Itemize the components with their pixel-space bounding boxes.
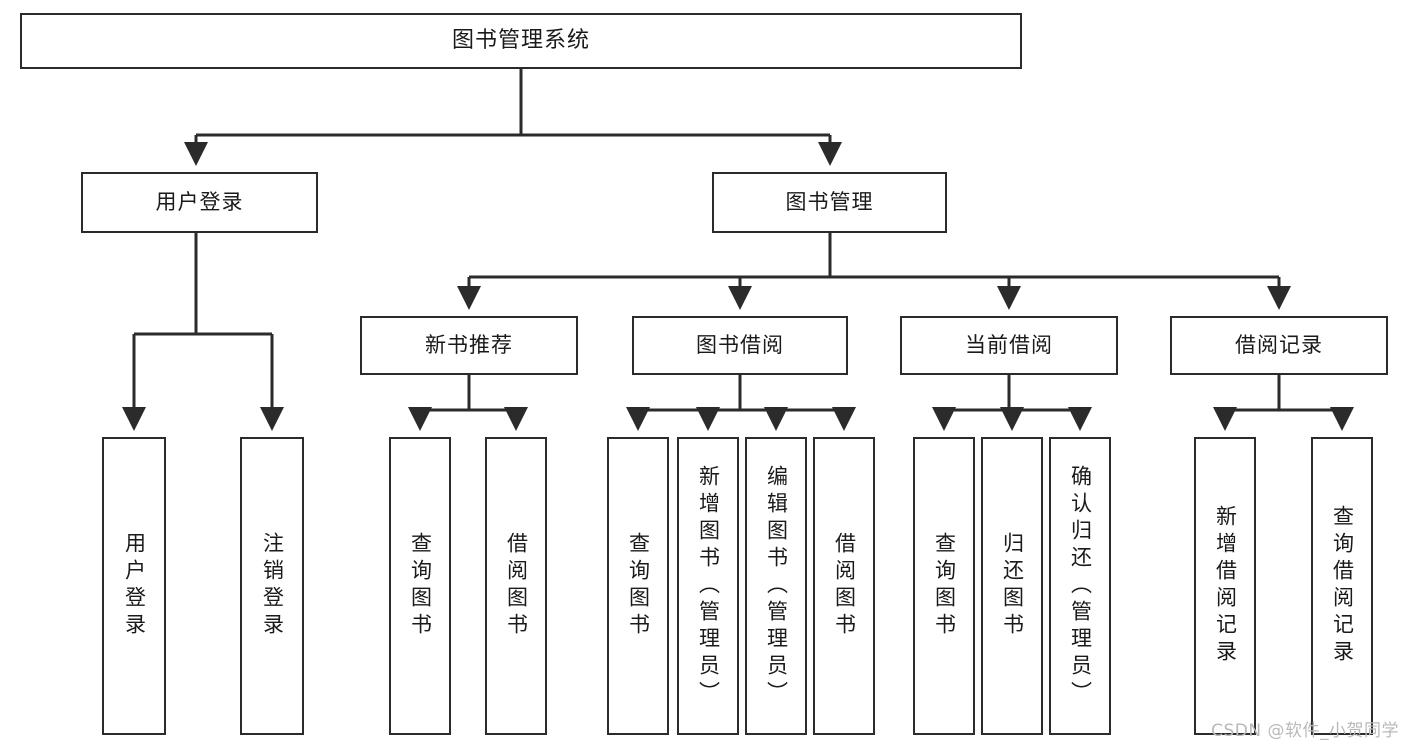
node-user-login[interactable]: 用户登录: [81, 172, 318, 233]
node-leaf-query-book-1[interactable]: 查询图书: [389, 437, 451, 735]
node-leaf-edit-book[interactable]: 编辑图书（管理员）: [745, 437, 807, 735]
node-current-borrow[interactable]: 当前借阅: [900, 316, 1118, 375]
node-label: 新增图书（管理员）: [696, 464, 721, 708]
node-leaf-confirm-return[interactable]: 确认归还（管理员）: [1049, 437, 1111, 735]
node-label: 查询图书: [932, 532, 957, 640]
node-book-manage[interactable]: 图书管理: [712, 172, 947, 233]
node-leaf-add-book[interactable]: 新增图书（管理员）: [677, 437, 739, 735]
node-new-book-rec[interactable]: 新书推荐: [360, 316, 578, 375]
node-label: 用户登录: [155, 190, 244, 215]
node-leaf-return-book[interactable]: 归还图书: [981, 437, 1043, 735]
node-label: 查询图书: [626, 532, 651, 640]
node-label: 图书借阅: [696, 333, 784, 358]
node-label: 当前借阅: [965, 333, 1053, 358]
node-label: 新增借阅记录: [1213, 505, 1238, 667]
node-label: 确认归还（管理员）: [1068, 464, 1093, 708]
node-leaf-query-book-3[interactable]: 查询图书: [913, 437, 975, 735]
node-label: 图书管理系统: [451, 28, 590, 54]
node-book-borrow[interactable]: 图书借阅: [632, 316, 848, 375]
node-root[interactable]: 图书管理系统: [20, 13, 1022, 69]
node-leaf-query-record[interactable]: 查询借阅记录: [1311, 437, 1373, 735]
node-label: 用户登录: [122, 532, 147, 640]
node-leaf-user-login[interactable]: 用户登录: [102, 437, 166, 735]
watermark: CSDN @软件_小贺同学: [1211, 721, 1399, 741]
node-leaf-borrow-book-2[interactable]: 借阅图书: [813, 437, 875, 735]
node-label: 查询借阅记录: [1330, 505, 1355, 667]
node-label: 编辑图书（管理员）: [764, 464, 789, 708]
node-label: 新书推荐: [425, 333, 513, 358]
node-label: 归还图书: [1000, 532, 1025, 640]
node-label: 查询图书: [408, 532, 433, 640]
node-leaf-query-book-2[interactable]: 查询图书: [607, 437, 669, 735]
node-leaf-user-logout[interactable]: 注销登录: [240, 437, 304, 735]
node-label: 借阅图书: [504, 532, 529, 640]
node-borrow-record[interactable]: 借阅记录: [1170, 316, 1388, 375]
node-label: 借阅记录: [1235, 333, 1323, 358]
node-leaf-add-record[interactable]: 新增借阅记录: [1194, 437, 1256, 735]
node-leaf-borrow-book-1[interactable]: 借阅图书: [485, 437, 547, 735]
node-label: 借阅图书: [832, 532, 857, 640]
node-label: 图书管理: [785, 190, 874, 215]
node-label: 注销登录: [260, 532, 285, 640]
